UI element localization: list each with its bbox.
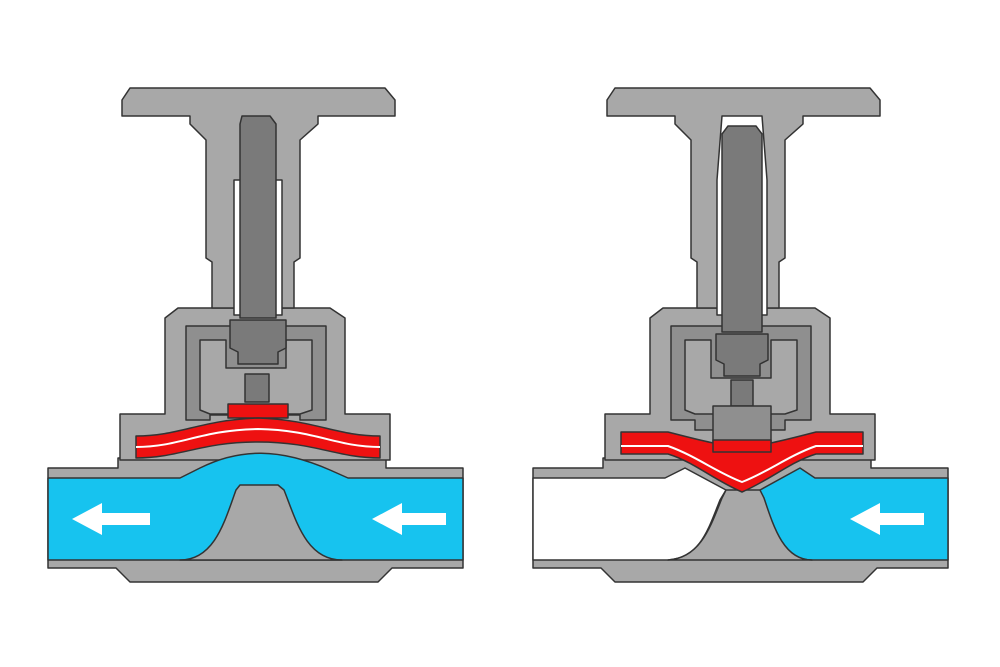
closed-valve-weir	[667, 489, 813, 561]
open-valve-flow-arrow-right	[372, 503, 446, 535]
open-valve-flow-arrow-left	[72, 503, 150, 535]
open-valve-stem-pin	[244, 373, 270, 403]
closed-valve-compressor-block	[712, 405, 772, 445]
closed-valve-diaphragm-line	[621, 445, 863, 483]
closed-valve-compressor-housing	[684, 339, 798, 415]
open-valve-diaphragm-line	[135, 428, 381, 448]
open-valve-compressor	[227, 403, 289, 419]
open-valve-stem	[239, 115, 277, 319]
open-valve	[47, 87, 464, 583]
closed-valve-flow-arrow	[850, 503, 924, 535]
open-valve-weir	[179, 484, 343, 561]
closed-valve-stem	[721, 125, 763, 333]
closed-valve	[532, 87, 949, 583]
closed-valve-stem-nut	[715, 333, 769, 377]
closed-valve-stem-pin	[730, 379, 754, 407]
open-valve-diaphragm	[135, 417, 381, 459]
open-valve-stem-nut	[229, 319, 287, 365]
closed-valve-compressor	[712, 439, 772, 453]
